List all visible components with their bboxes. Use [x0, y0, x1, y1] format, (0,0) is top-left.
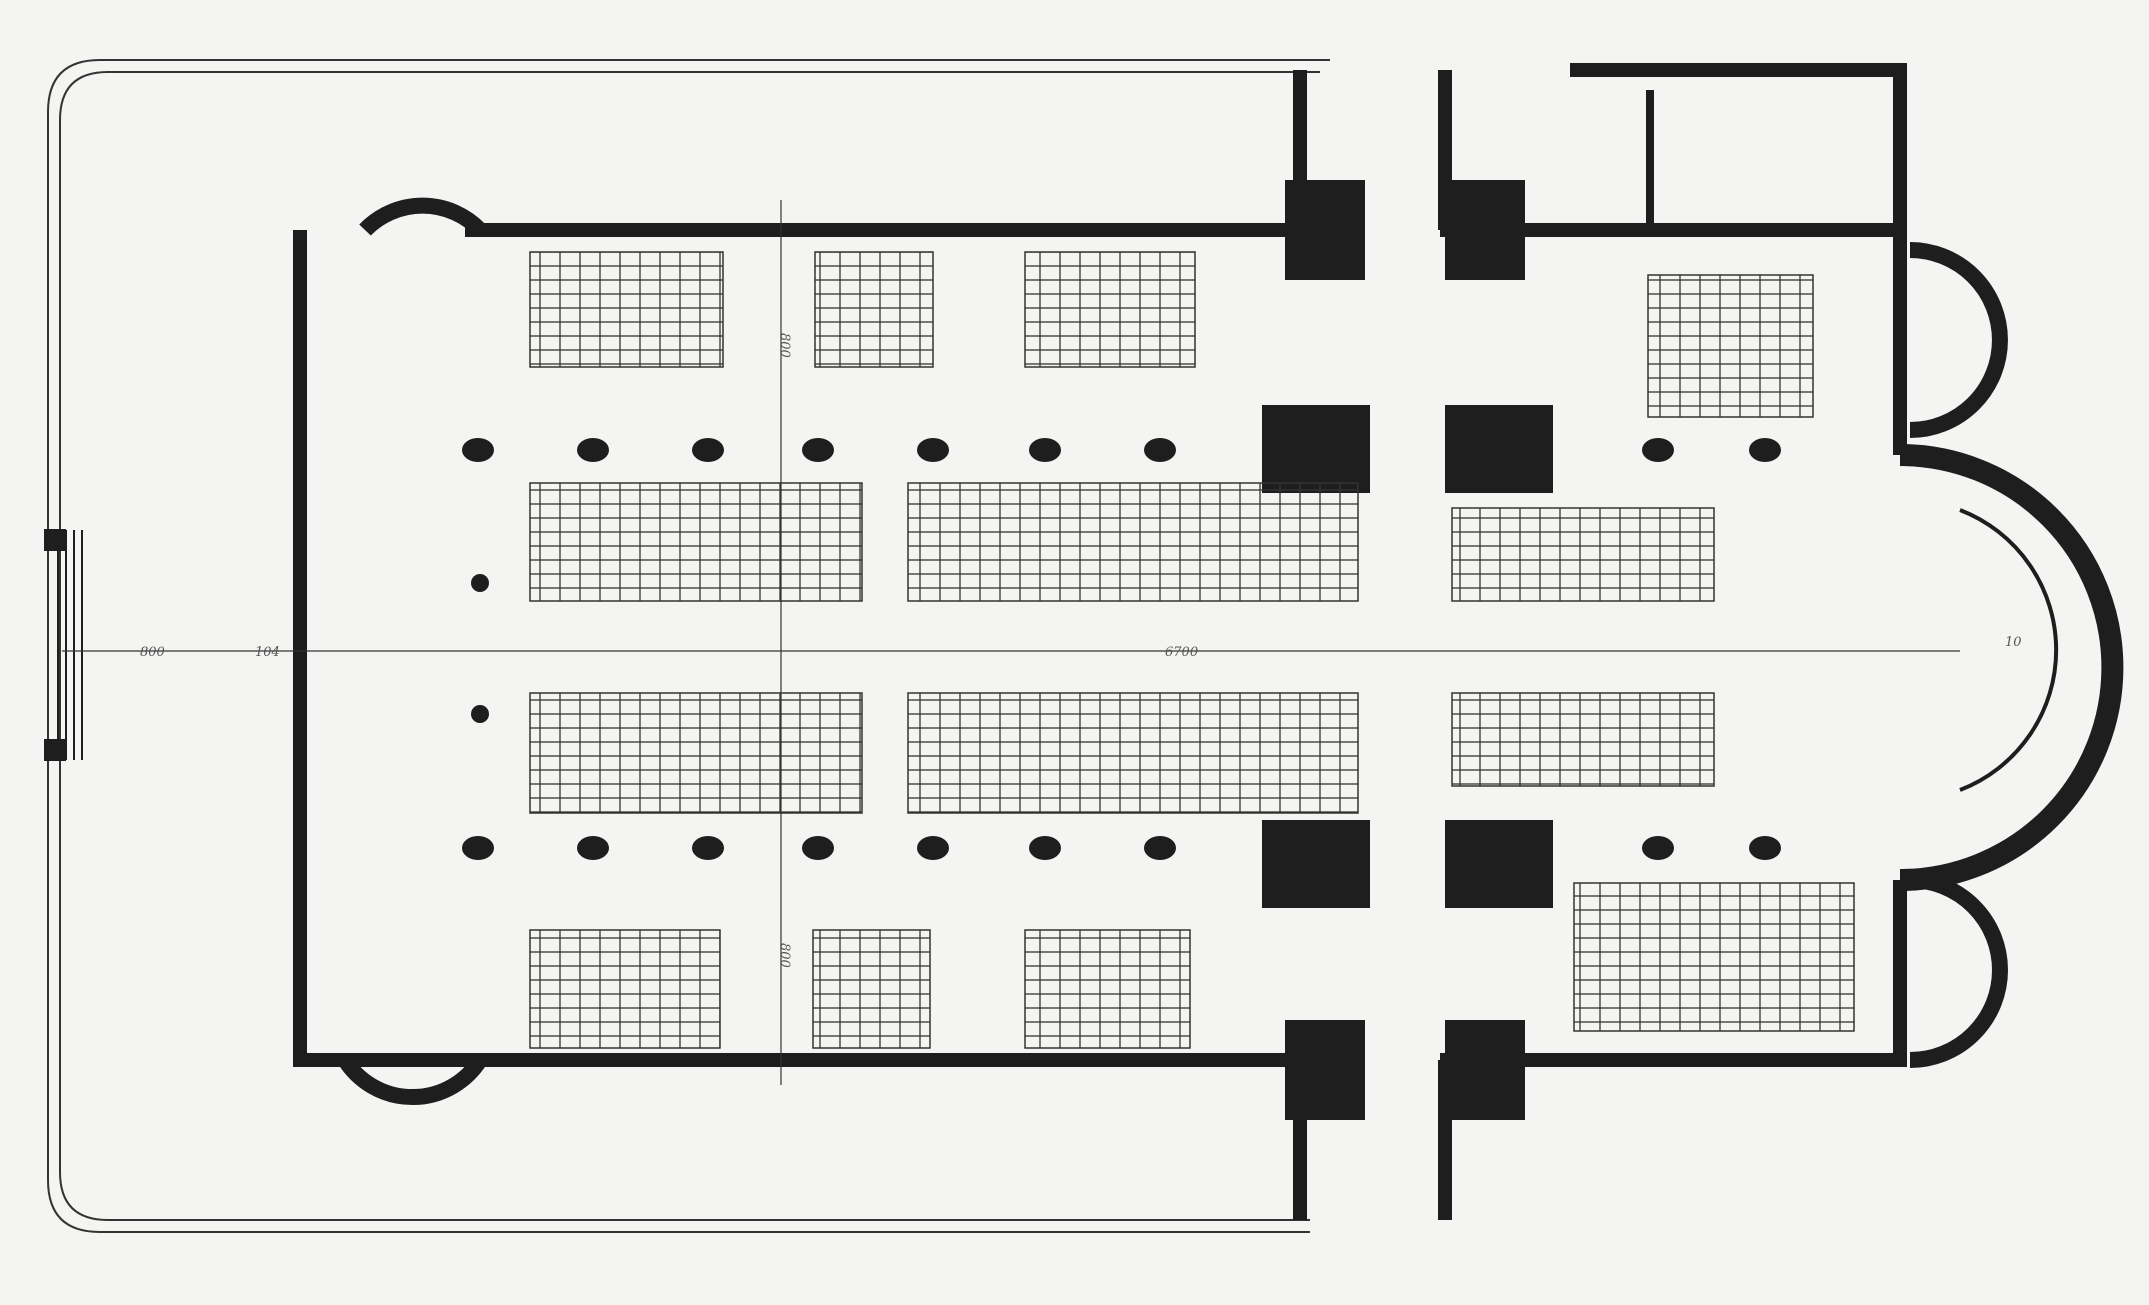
dim-porch: 800	[140, 645, 165, 660]
crossing-piers	[1262, 180, 1553, 1120]
nave-columns	[462, 438, 1781, 860]
entrance-porch	[44, 529, 83, 761]
dim-bay-lower: 800	[777, 943, 792, 968]
dim-bay-upper: 800	[777, 333, 792, 358]
dim-apse: 10	[2005, 635, 2022, 650]
side-apses	[338, 197, 2059, 1106]
pew-blocks	[529, 251, 1855, 1049]
dim-step: 104	[255, 645, 280, 660]
dim-nave: 6700	[1165, 645, 1198, 660]
site-boundary	[47, 59, 1330, 1233]
dimension-lines	[62, 200, 1960, 1085]
